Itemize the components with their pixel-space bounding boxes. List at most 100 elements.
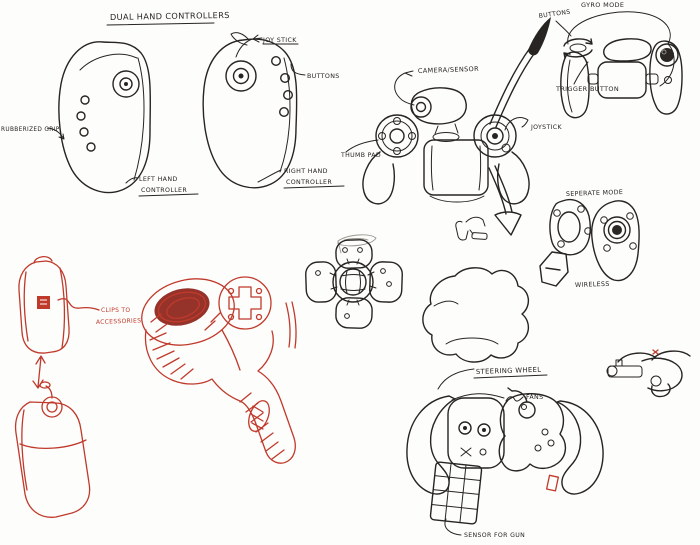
left-hand-label-1: LEFT HAND: [139, 176, 178, 183]
red-dome-scribble-2: [166, 297, 200, 319]
split-device-top: [549, 198, 591, 256]
clover-fold-lines: [433, 300, 499, 345]
red-body-outline: [144, 329, 296, 464]
wireless-btn-4: [629, 242, 637, 250]
joystick-pod-button: [501, 143, 511, 153]
separate-arrow-head: [494, 211, 522, 236]
clip-square-marks: [40, 299, 47, 305]
banner-flag: [337, 234, 377, 247]
torso-bottom: [429, 195, 485, 203]
steering-wheel-label: STEERING WHEEL: [476, 366, 542, 376]
wireless-label: WIRELESS: [575, 281, 610, 289]
left-controller-edge-line: [133, 57, 145, 181]
right-name-leader: [257, 169, 282, 183]
wireless-btn-3: [603, 244, 611, 252]
separate-arrow-shaft-1: [488, 167, 507, 215]
sensor-leader: [444, 518, 462, 536]
camera-neck: [434, 123, 459, 135]
buttons-leader: [290, 63, 306, 76]
thumb-pad-label: THUMB PAD: [340, 152, 381, 159]
clips-label-1: CLIPS TO: [101, 307, 130, 314]
gyro-left-grip: [560, 51, 590, 119]
camera-lens-inner: [415, 101, 427, 113]
gun-barrel: [607, 365, 643, 378]
red-grip-hatch: [239, 392, 285, 460]
left-name-leader: [125, 177, 139, 184]
red-dome-hatch: [150, 312, 221, 333]
banner-pole: [337, 240, 342, 254]
wheel-center-panel: [447, 397, 505, 469]
right-hand-label-1: RIGHT HAND: [284, 168, 328, 175]
gun-body: [641, 357, 683, 392]
joystick-arrow: [252, 34, 263, 43]
thumb-pad-leader: [345, 139, 379, 153]
wheel-top-bar: [451, 393, 505, 401]
right-joystick-mid: [232, 67, 250, 85]
gyro-mode-label: GYRO MODE: [581, 1, 624, 9]
gyro-buttons-ring: [655, 43, 679, 67]
left-grip: [362, 151, 395, 205]
seperate-mode-sketch: SEPERATE MODE WIRELESS: [539, 189, 640, 289]
gyro-buttons-dot: [661, 49, 667, 55]
gun-muzzle: [606, 365, 618, 377]
lobe-dot-3: [380, 268, 386, 274]
left-controller-outline: [58, 41, 152, 194]
gyro-arrow-head: [528, 17, 551, 56]
keypad-grid: [429, 461, 483, 525]
blob-btn-3: [534, 444, 542, 452]
lobe-bottom: [335, 297, 373, 329]
lobe-dot-6: [315, 270, 321, 276]
red-dpad-disc: [218, 276, 272, 330]
trackball: [339, 268, 367, 296]
thumb-pad-e: [408, 132, 416, 140]
red-remote2-lines: [19, 409, 87, 491]
lobe-dot-2: [357, 247, 363, 253]
clover-outline-sketch: [422, 267, 529, 363]
red-remote-outline: [18, 260, 70, 354]
wireless-mouse-outline: [591, 200, 640, 282]
red-remote-sketch: CLIPS TO ACCESSORIES: [14, 256, 141, 518]
left-button-1: [80, 95, 90, 105]
clip-accessory-base: [471, 232, 488, 240]
gun-attachment-sketch: [606, 349, 691, 398]
gyro-buttons-leader: [555, 20, 572, 37]
wireless-mouse-center: [612, 225, 622, 235]
split-btn-4: [557, 240, 565, 248]
spin-hub: [569, 43, 587, 53]
lobe-dot-4: [386, 281, 392, 287]
panel-small-button: [479, 448, 487, 456]
thumb-pad-center: [389, 128, 405, 144]
joystick-pod-label: JOYSTICK: [530, 124, 562, 131]
seperate-mode-label: SEPERATE MODE: [566, 189, 624, 198]
left-speaker-mid: [119, 77, 133, 91]
mode-arrows: [455, 17, 551, 241]
red-grip-oval-hatch: [250, 405, 264, 430]
page-title: DUAL HAND CONTROLLERS: [106, 10, 230, 26]
wireless-btn-1: [600, 216, 608, 224]
panel-eye-1: [458, 421, 472, 435]
clips-leader: [57, 298, 100, 311]
thumb-pad-w: [378, 132, 386, 140]
right-button-1: [271, 56, 282, 67]
gun-shield-arcs: [617, 350, 691, 363]
camera-sensor-label: CAMERA/SENSOR: [418, 65, 479, 75]
panel-eye-2: [477, 423, 491, 437]
cherry-highlight: [521, 404, 527, 410]
gyro-mode-sketch: GYRO MODE BUTTONS TRIGGER BUTTON: [538, 1, 683, 119]
joystick-pod-dot: [492, 133, 498, 139]
joystick-pod-stick: [486, 127, 504, 145]
wheel-right-wing: [556, 400, 604, 495]
panel-x-mark: [460, 447, 472, 457]
buttons-label: BUTTONS: [307, 73, 340, 80]
title-underline: [106, 22, 215, 26]
red-dpad-cross: [228, 286, 262, 320]
cross-pad-controller-sketch: [305, 234, 403, 329]
left-button-3: [79, 127, 89, 137]
gyro-arrow-shaft-1: [489, 47, 531, 125]
camera-leader: [394, 70, 415, 106]
rubberized-grip-leader: [47, 127, 65, 140]
right-joystick-ring: [225, 60, 257, 92]
right-button-2: [280, 72, 291, 83]
